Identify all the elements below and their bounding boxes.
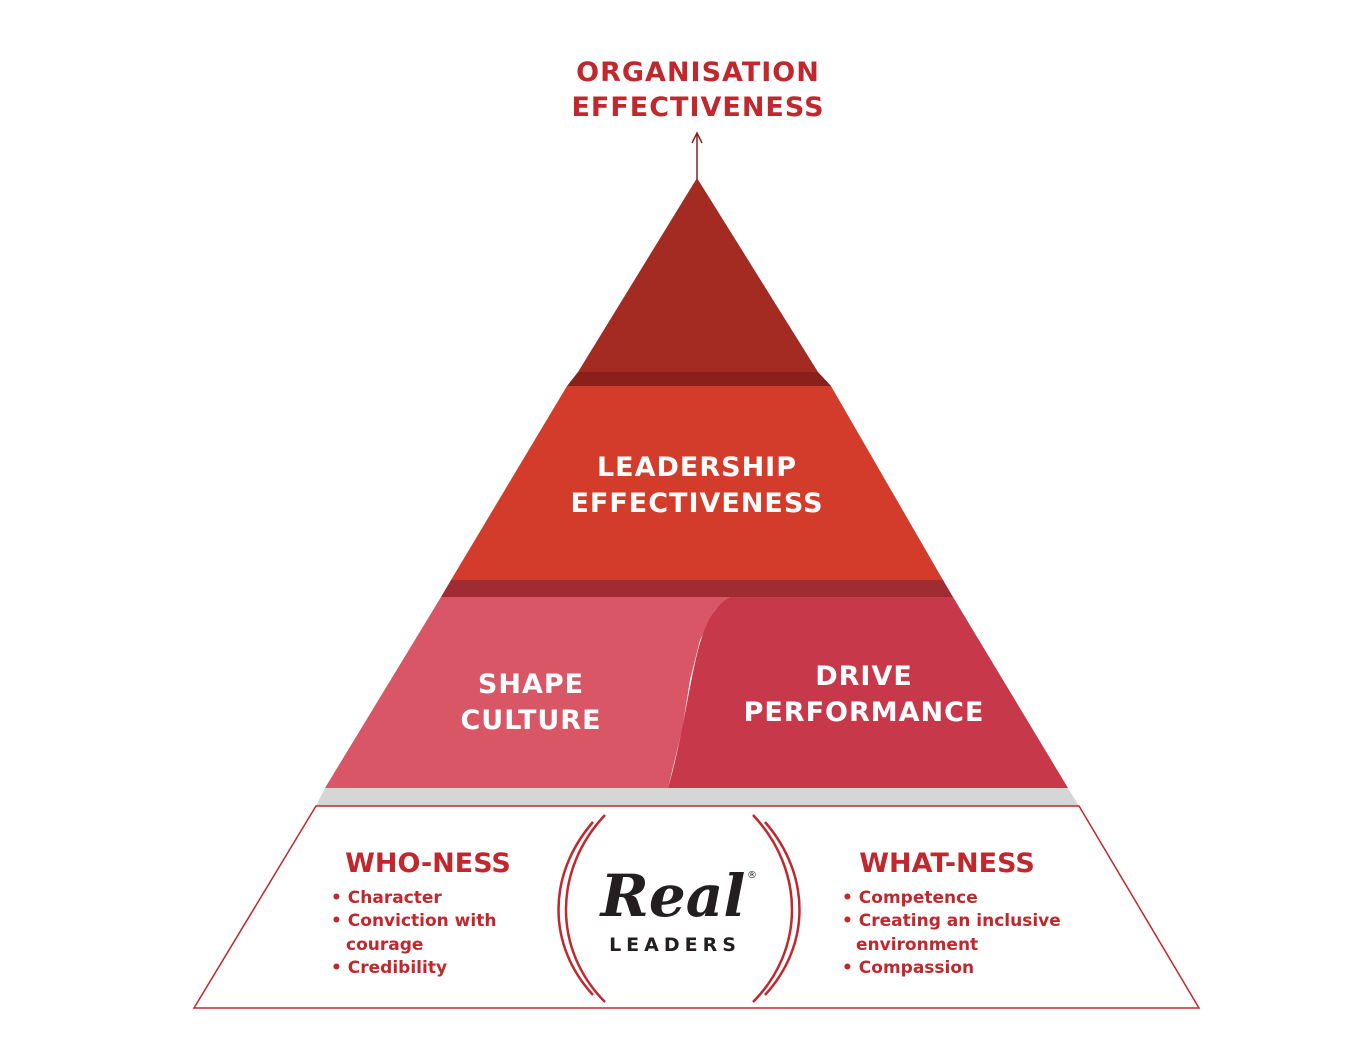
leadership-label-line2: EFFECTIVENESS [570, 488, 823, 519]
drive-performance-segment [668, 597, 1068, 788]
shape-culture-label-line1: SHAPE [478, 669, 584, 700]
what-ness-item: • Competence [842, 888, 978, 908]
who-ness-item: • Character [331, 888, 442, 908]
base-band [316, 788, 1079, 806]
who-ness-title: WHO-NESS [345, 848, 511, 879]
logo-brackets [557, 814, 801, 1003]
logo-wordmark: Real [599, 862, 746, 930]
shape-culture-segment [325, 597, 730, 788]
who-ness-item: • Credibility [331, 958, 447, 978]
real-leaders-logo: Real ® LEADERS [599, 862, 757, 956]
drive-performance-label-line2: PERFORMANCE [744, 697, 985, 728]
registered-mark: ® [747, 870, 757, 881]
leadership-tier [451, 386, 943, 580]
leadership-label-line1: LEADERSHIP [597, 452, 797, 483]
apex-triangle [578, 178, 818, 372]
who-ness-item: courage [346, 935, 423, 955]
base-tier [192, 805, 1201, 1009]
apex-band [567, 372, 831, 386]
what-ness-item: • Creating an inclusive [842, 911, 1061, 931]
what-ness-item: environment [856, 935, 978, 955]
logo-subword: LEADERS [609, 934, 741, 956]
shape-culture-label-line2: CULTURE [460, 705, 601, 736]
organisation-title-line1: ORGANISATION [576, 57, 820, 88]
organisation-title-line2: EFFECTIVENESS [571, 92, 824, 123]
what-ness-title: WHAT-NESS [859, 848, 1035, 879]
who-ness-item: • Conviction with [331, 911, 496, 931]
drive-performance-label-line1: DRIVE [815, 661, 913, 692]
leadership-band [441, 580, 953, 597]
what-ness-item: • Compassion [842, 958, 974, 978]
